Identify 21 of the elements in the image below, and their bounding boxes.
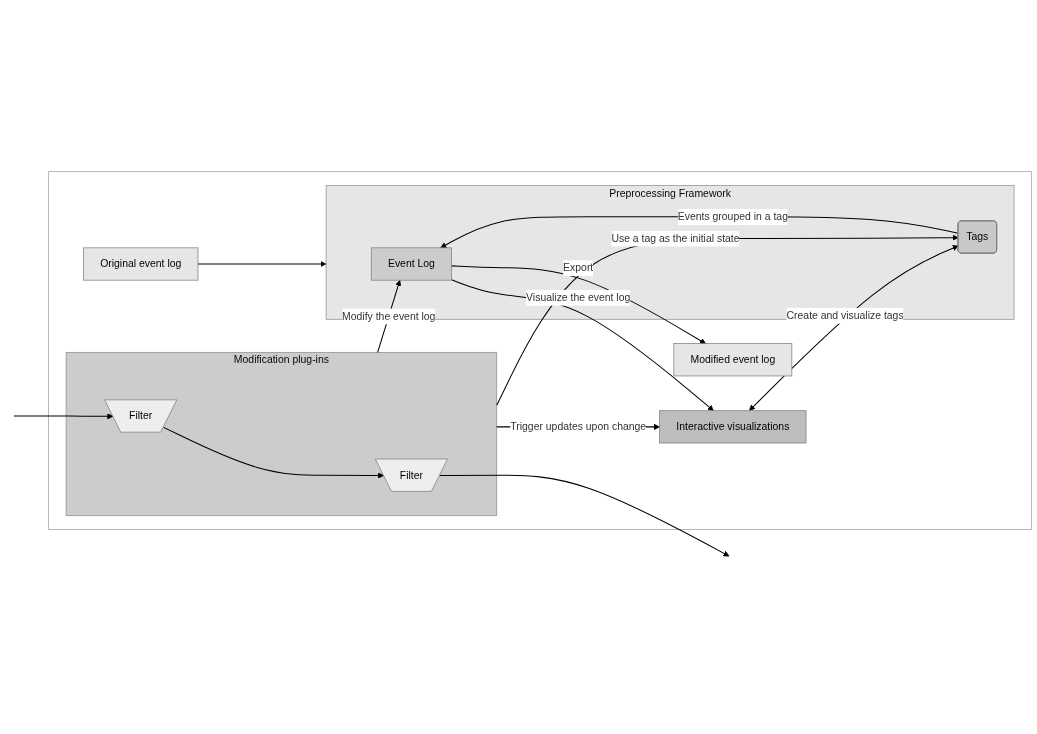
edge-label: Export bbox=[563, 261, 594, 274]
arrow bbox=[451, 279, 714, 411]
edge-label: Visualize the event log bbox=[526, 291, 631, 303]
cluster bbox=[48, 171, 1032, 530]
node-box: Original event log bbox=[83, 247, 199, 281]
arrow bbox=[439, 474, 730, 557]
arrow bbox=[749, 245, 959, 411]
edge-label: Trigger updates upon change bbox=[510, 420, 647, 433]
node-box: Event Log bbox=[370, 247, 452, 281]
node-box: Interactive visualizations bbox=[659, 410, 807, 444]
arrow bbox=[496, 234, 959, 406]
arrow bbox=[13, 413, 114, 420]
edge-label: Use a tag as the initial state bbox=[611, 232, 740, 244]
arrow bbox=[451, 265, 706, 344]
arrow bbox=[197, 260, 327, 268]
arrow bbox=[440, 216, 959, 249]
edge-label: Create and visualize tags bbox=[786, 309, 904, 321]
arrow bbox=[163, 426, 385, 479]
edge-label: Modify the event log bbox=[342, 309, 436, 322]
node-box: Modified event log bbox=[673, 343, 793, 377]
edge-label: Events grouped in a tag bbox=[677, 210, 788, 223]
